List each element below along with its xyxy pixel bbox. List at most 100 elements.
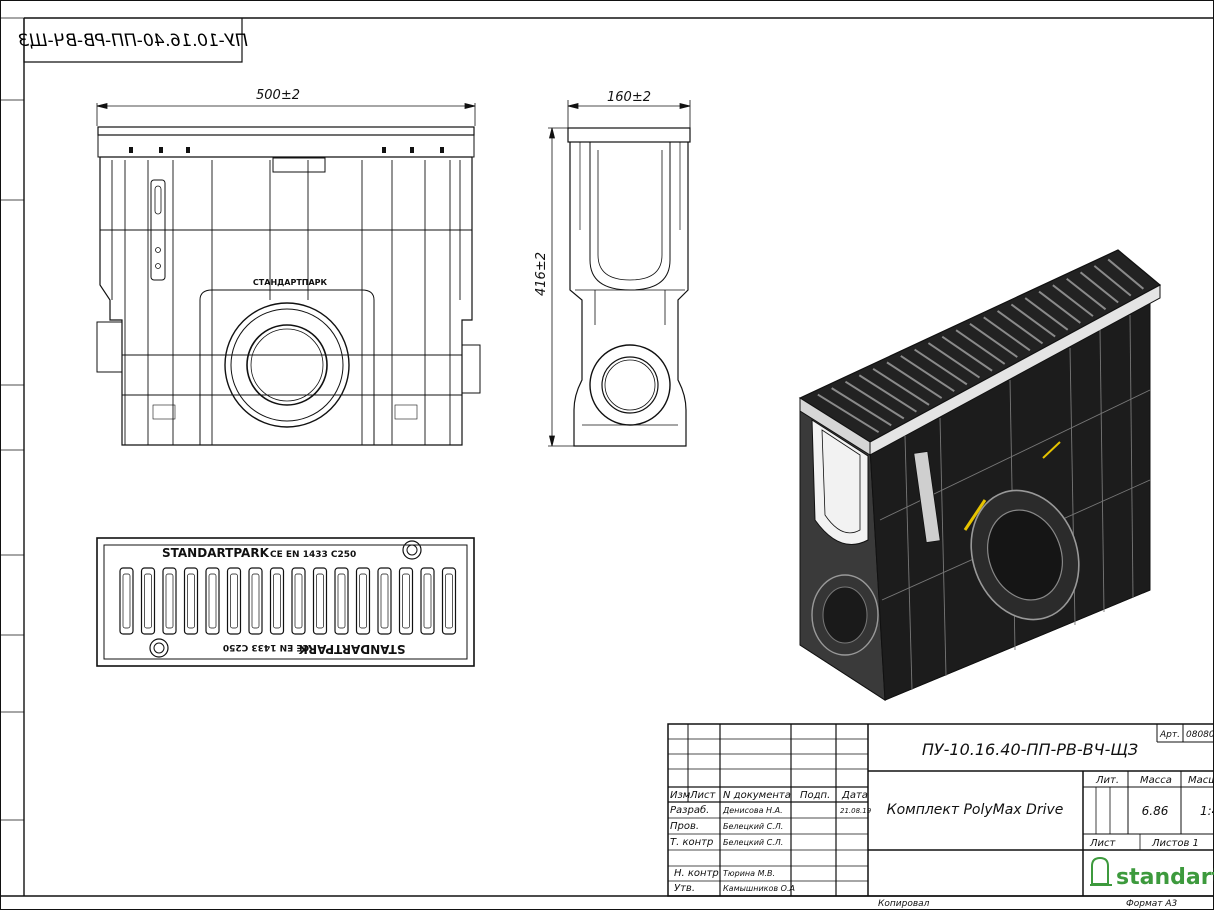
person-1: Белецкий С.Л. xyxy=(723,822,783,831)
lit-label: Лит. xyxy=(1095,775,1119,786)
footer-right: Формат А3 xyxy=(1126,899,1178,909)
article-value: 080803 xyxy=(1186,730,1214,740)
grate-slot xyxy=(205,567,220,635)
grate-slot-inner xyxy=(144,573,152,629)
grate-slot-inner xyxy=(445,573,453,629)
grate-slot xyxy=(291,567,306,635)
designation: ПУ-10.16.40-ПП-РВ-ВЧ-ЩЗ xyxy=(922,740,1138,759)
header-sign: Подп. xyxy=(800,790,830,801)
front-body-logo: СТАНДАРТПАРК xyxy=(253,278,328,287)
grate-slot-inner xyxy=(273,573,281,629)
header-doc: N документа xyxy=(723,790,791,801)
grate-slot-inner xyxy=(208,573,217,629)
grate-slot-inner xyxy=(251,573,260,629)
grate-slot xyxy=(334,567,349,635)
iso-grate-bar xyxy=(858,374,917,413)
iso-grate-bar xyxy=(983,316,1031,352)
footer-left: Копировал xyxy=(878,899,930,909)
role-0: Разраб. xyxy=(670,804,709,816)
grate-slots xyxy=(119,567,457,635)
side-view xyxy=(548,100,691,447)
iso-grate-bar xyxy=(1079,271,1119,304)
grate-slot-inner xyxy=(380,573,389,629)
iso-grate-bar xyxy=(1010,303,1056,338)
iso-grate-bar xyxy=(886,361,943,399)
role-1: Пров. xyxy=(670,821,699,832)
grate-view xyxy=(96,537,475,667)
iso-grate-bar xyxy=(955,329,1006,365)
title-block-text: Изм Лист N документа Подп. Дата Разраб. … xyxy=(670,730,1214,909)
standartpark-logo: standartpark xyxy=(1090,856,1214,890)
grate-slot xyxy=(248,567,263,635)
header-izm: Изм xyxy=(670,790,691,801)
grate-slot xyxy=(420,567,435,635)
title-block xyxy=(667,723,1214,897)
grate-slot xyxy=(226,567,242,635)
grate-slot-inner xyxy=(316,573,324,629)
article-label: Арт. xyxy=(1159,730,1180,740)
side-width-label: 160±2 xyxy=(607,90,651,105)
grate-slot-inner xyxy=(230,573,238,629)
iso-grate-bars xyxy=(817,258,1145,434)
mirrored-code: ПУ-10.16.40-ПП-РВ-ВЧ-ЩЗ xyxy=(18,31,248,51)
front-view: 500±2 xyxy=(96,88,481,446)
grate-slot xyxy=(162,567,177,635)
grate-slot-inner xyxy=(337,573,346,629)
grate-slot xyxy=(119,567,134,635)
grate-slot xyxy=(183,567,199,635)
grate-slot xyxy=(269,567,285,635)
person-4: Тюрина М.В. xyxy=(723,869,775,878)
iso-grate-bar xyxy=(969,322,1018,358)
front-width-label: 500±2 xyxy=(256,88,300,103)
front-width-dimension xyxy=(96,102,476,126)
front-ribs xyxy=(100,160,472,445)
mirrored-code-box: ПУ-10.16.40-ПП-РВ-ВЧ-ЩЗ xyxy=(18,18,248,63)
role-2: Т. контр xyxy=(670,837,713,848)
role-5: Утв. xyxy=(674,883,695,894)
sheet-label: Лист xyxy=(1089,838,1117,849)
iso-grate-bar xyxy=(844,380,905,420)
mass-label: Масса xyxy=(1140,775,1172,786)
date-0: 21.08.19 xyxy=(840,807,872,815)
front-rim-slots xyxy=(129,147,444,153)
iso-grate-bar xyxy=(996,310,1044,345)
person-5: Камышников О.А xyxy=(723,884,795,893)
person-2: Белецкий С.Л. xyxy=(723,838,783,847)
side-width-dimension xyxy=(567,100,691,128)
sheets-label: Листов 1 xyxy=(1151,838,1199,849)
scale-label: Масш xyxy=(1188,775,1214,786)
grate-slot-inner xyxy=(359,573,367,629)
grate-slot-inner xyxy=(294,573,303,629)
iso-grate-bar xyxy=(1066,277,1107,311)
role-4: Н. контр xyxy=(674,868,719,879)
grate-slot-inner xyxy=(122,573,131,629)
iso-grate-bar xyxy=(941,335,993,372)
iso-grate-bar xyxy=(1093,265,1132,297)
iso-grate-bar xyxy=(872,367,930,406)
grate-slot-inner xyxy=(423,573,432,629)
grate-slot xyxy=(355,567,371,635)
grate-slot xyxy=(377,567,392,635)
side-height-dimension xyxy=(548,127,575,447)
grate-slot xyxy=(312,567,328,635)
grate-cert-bottom: CE EN 1433 C250 xyxy=(223,642,309,652)
grate-slot-inner xyxy=(165,573,174,629)
iso-grate-bar xyxy=(900,355,955,393)
grate-slot xyxy=(441,567,457,635)
iso-grate-bar xyxy=(1107,258,1145,290)
iso-grate-bar xyxy=(1024,297,1069,331)
side-height-label: 416±2 xyxy=(534,252,549,296)
grate-brand-top: STANDARTPARK xyxy=(162,546,270,560)
iso-grate-bar xyxy=(831,387,892,427)
grate-slot xyxy=(398,567,414,635)
header-date: Дата xyxy=(841,790,868,801)
iso-grate-bar xyxy=(914,348,968,386)
isometric-view xyxy=(798,249,1162,701)
grate-slot-inner xyxy=(187,573,195,629)
grate-slot xyxy=(140,567,156,635)
product-name: Комплект PolyMax Drive xyxy=(887,802,1064,818)
iso-grate-bar xyxy=(927,342,981,379)
iso-grate-bar xyxy=(1038,290,1081,324)
grate-cert-top: CE EN 1433 C250 xyxy=(270,550,356,560)
